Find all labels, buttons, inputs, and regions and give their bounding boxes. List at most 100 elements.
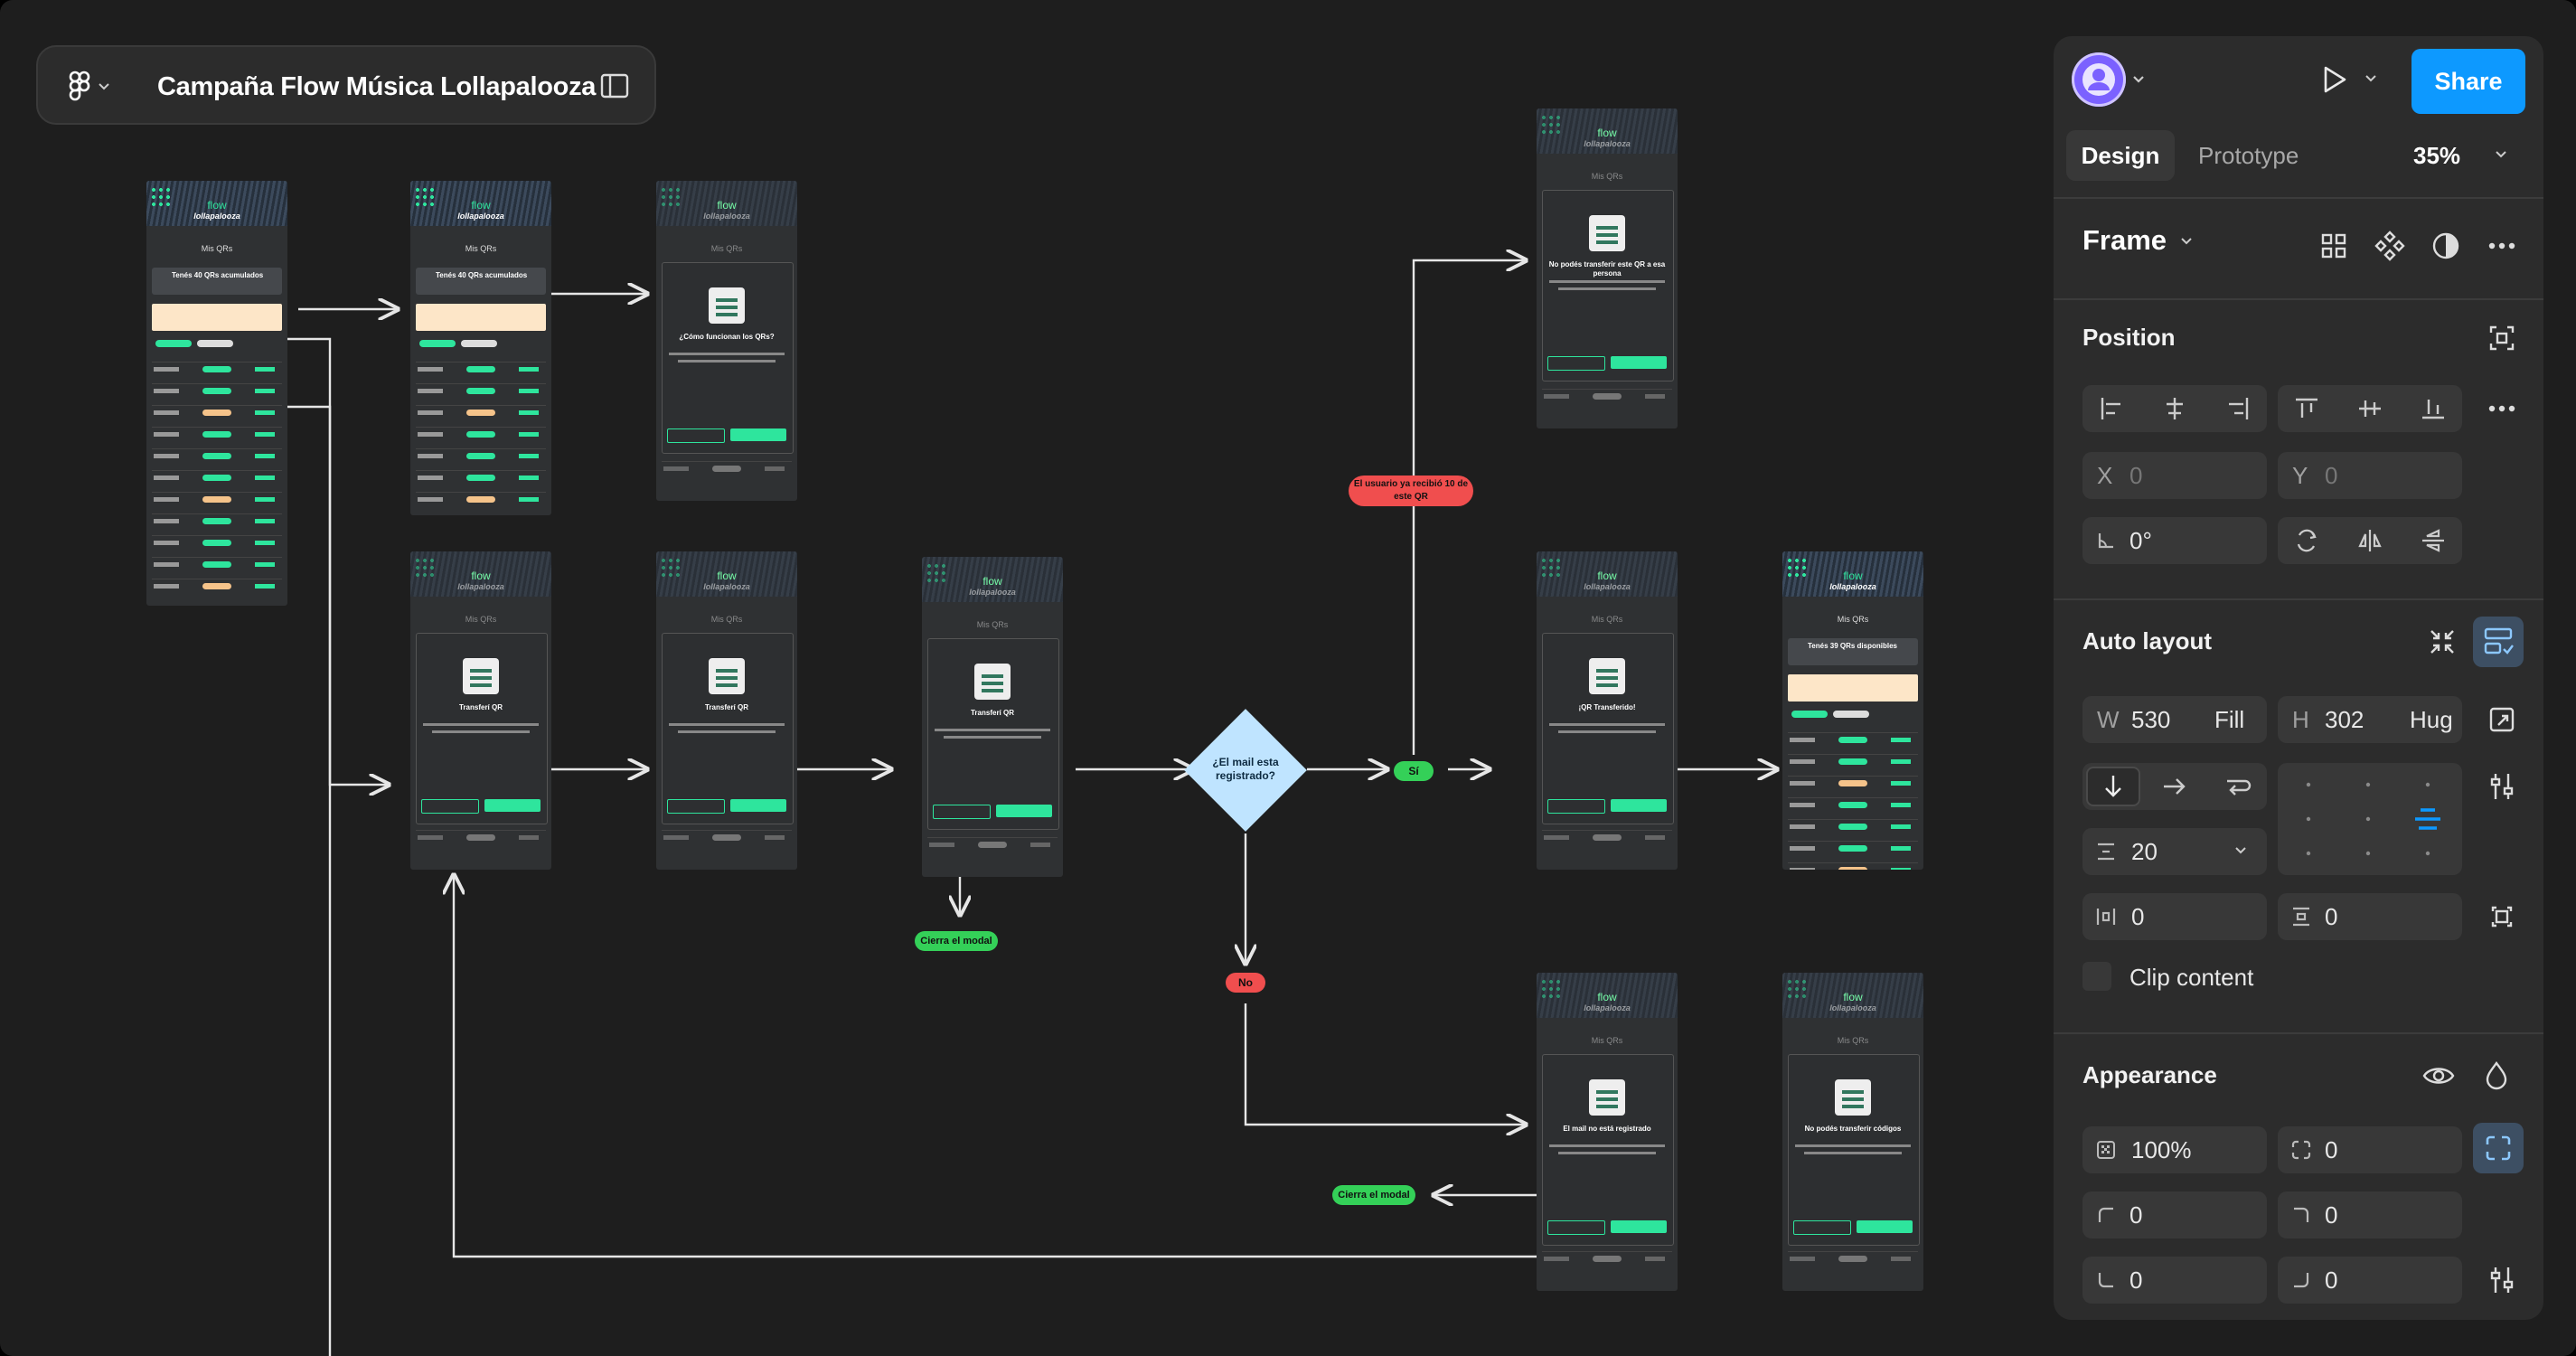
flip-vertical-icon[interactable]	[2417, 524, 2449, 557]
arrow-down-icon[interactable]	[2086, 767, 2140, 806]
alignment-matrix[interactable]	[2278, 763, 2462, 875]
chevron-down-icon[interactable]	[2234, 846, 2247, 855]
focus-icon[interactable]	[2484, 320, 2520, 356]
radius-field[interactable]: 0	[2278, 1126, 2462, 1173]
screen-event: lollapalooza	[703, 582, 750, 591]
align-bottom-icon[interactable]	[2417, 392, 2449, 425]
divider	[2054, 598, 2543, 600]
clip-content-checkbox[interactable]	[2082, 962, 2111, 991]
screen-event: lollapalooza	[703, 212, 750, 221]
w-mode[interactable]: Fill	[2214, 706, 2245, 733]
screen-brand: flow	[1597, 127, 1617, 139]
corner-tl-field[interactable]: 0	[2082, 1191, 2267, 1238]
align-left-icon[interactable]	[2095, 392, 2128, 425]
flip-horizontal-icon[interactable]	[2354, 524, 2386, 557]
rotate-icon[interactable]	[2290, 524, 2323, 557]
sliders-icon[interactable]	[2484, 768, 2520, 805]
modal-title: No podés transferir códigos	[1804, 1125, 1902, 1133]
wrap-icon[interactable]	[2222, 770, 2254, 803]
grid-icon[interactable]	[2316, 228, 2352, 264]
y-label: Y	[2292, 462, 2308, 489]
screen-brand: flow	[982, 575, 1002, 588]
zoom-level[interactable]: 35%	[2413, 142, 2461, 169]
clip-content-label[interactable]: Clip content	[2129, 964, 2254, 991]
screen-event: lollapalooza	[457, 582, 504, 591]
rotation-field[interactable]: 0°	[2082, 517, 2267, 564]
x-value: 0	[2129, 462, 2143, 489]
sliders-icon[interactable]	[2484, 1262, 2520, 1298]
corner-br-field[interactable]: 0	[2278, 1257, 2462, 1304]
align-right-icon[interactable]	[2222, 392, 2254, 425]
screen-title: Mis QRs	[1591, 172, 1623, 181]
corner-tr-icon	[2294, 1207, 2309, 1222]
corner-bl-field[interactable]: 0	[2082, 1257, 2267, 1304]
screen-brand: flow	[717, 199, 737, 212]
screen-title: Mis QRs	[1837, 615, 1869, 624]
qr-icon	[1589, 658, 1625, 694]
more-icon[interactable]	[2484, 228, 2520, 264]
padding-horizontal-field[interactable]: 0	[2082, 893, 2267, 940]
eye-icon[interactable]	[2421, 1058, 2457, 1094]
screen-brand: flow	[1597, 570, 1617, 582]
sidebar-toggle-icon[interactable]	[600, 72, 629, 99]
contrast-icon[interactable]	[2428, 228, 2464, 264]
bl-value: 0	[2129, 1267, 2143, 1294]
screen-title: Mis QRs	[465, 244, 497, 253]
w-value: 530	[2131, 706, 2171, 733]
screen-title: Mis QRs	[710, 615, 743, 624]
chevron-down-icon[interactable]	[2364, 74, 2377, 83]
align-center-icon[interactable]	[2158, 392, 2191, 425]
frame-selector[interactable]: Frame	[2082, 224, 2167, 256]
play-icon[interactable]	[2317, 63, 2350, 96]
width-field[interactable]: W 530 Fill	[2082, 696, 2267, 743]
gap-value: 20	[2131, 838, 2158, 865]
corner-br-icon	[2294, 1273, 2309, 1288]
radius-independent-button[interactable]	[2473, 1123, 2524, 1173]
corner-tr-field[interactable]: 0	[2278, 1191, 2462, 1238]
padding-vertical-field[interactable]: 0	[2278, 893, 2462, 940]
align-top-icon[interactable]	[2290, 392, 2323, 425]
screen-title: Mis QRs	[201, 244, 233, 253]
h-mode[interactable]: Hug	[2410, 706, 2453, 733]
tab-prototype[interactable]: Prototype	[2198, 142, 2299, 169]
screen-brand: flow	[1843, 570, 1863, 582]
height-field[interactable]: H 302 Hug	[2278, 696, 2462, 743]
opacity-field[interactable]: 100%	[2082, 1126, 2267, 1173]
layout-icon[interactable]	[2473, 617, 2524, 667]
share-button[interactable]: Share	[2411, 49, 2525, 114]
avatar[interactable]	[2072, 52, 2126, 107]
tab-design[interactable]: Design	[2066, 130, 2175, 181]
component-icon[interactable]	[2372, 228, 2408, 264]
screen-event: lollapalooza	[457, 212, 504, 221]
chevron-down-icon[interactable]	[2495, 150, 2507, 159]
padding-individual-icon[interactable]	[2484, 899, 2520, 935]
collapse-icon[interactable]	[2424, 624, 2460, 660]
chevron-down-icon[interactable]	[2131, 74, 2146, 85]
chevron-down-icon[interactable]	[2180, 237, 2193, 246]
align-middle-icon[interactable]	[2354, 392, 2386, 425]
rotation-value: 0°	[2129, 527, 2152, 554]
arrow-right-icon[interactable]	[2158, 770, 2191, 803]
gap-field[interactable]: 20	[2082, 828, 2267, 875]
drop-icon[interactable]	[2478, 1058, 2515, 1094]
gap-icon	[2098, 843, 2114, 861]
figma-menu-button[interactable]	[69, 71, 121, 103]
file-title[interactable]: Campaña Flow Música Lollapalooza	[157, 72, 597, 101]
resize-icon[interactable]	[2484, 702, 2520, 738]
more-icon[interactable]	[2484, 391, 2520, 427]
